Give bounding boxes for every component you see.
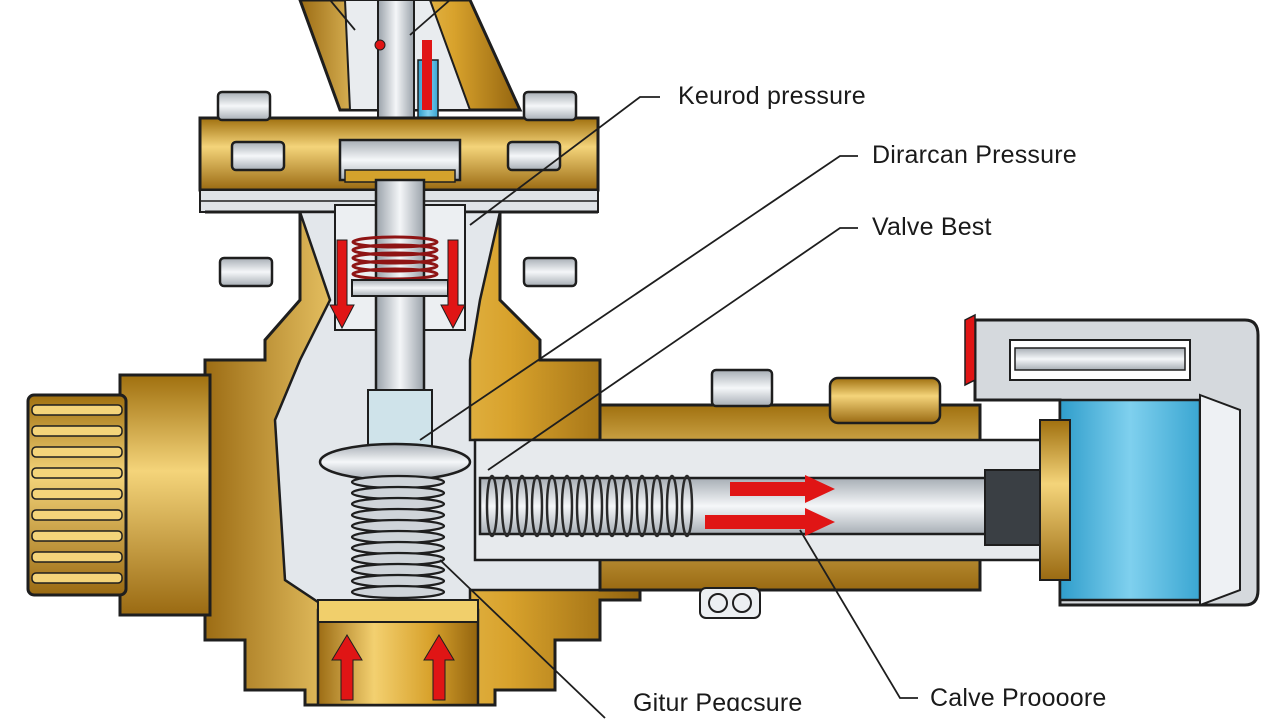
spring-coil <box>605 474 619 538</box>
callout-label: Calve Proooore <box>930 684 1107 712</box>
callout-label: Gitur Peɑcsure <box>633 689 803 717</box>
spring-coil <box>351 259 439 273</box>
actuator-top-nut <box>710 368 774 408</box>
lower-fittings <box>699 587 761 619</box>
spring-coil <box>351 251 439 265</box>
stem-assembly <box>318 138 472 600</box>
blue-diaphragm <box>1058 398 1202 602</box>
spring-coil <box>351 235 439 249</box>
bottom-port-top <box>317 599 479 623</box>
flow-arrow-right <box>730 475 835 503</box>
callout-label: Dirarcan Pressure <box>872 141 1077 169</box>
leader-line <box>329 0 356 31</box>
valve-disc <box>318 442 472 482</box>
leader-lines <box>329 0 918 719</box>
leader-line <box>487 227 858 471</box>
horizontal-spring <box>485 474 694 538</box>
spring-coil <box>680 474 694 538</box>
flow-arrow-right <box>705 508 835 536</box>
leader-line <box>409 0 451 36</box>
spring-coil <box>351 243 439 257</box>
flow-arrow-down <box>440 239 466 330</box>
end-cap <box>964 313 1260 607</box>
inlet-hex <box>118 373 212 617</box>
spring-coil <box>665 474 679 538</box>
spring-coil <box>560 474 574 538</box>
spring-coil <box>515 474 529 538</box>
bolt-head <box>522 256 578 288</box>
leader-line <box>419 155 858 441</box>
thread-ridge <box>31 551 123 563</box>
stem-collar <box>367 389 433 451</box>
callout-label: Valve Best <box>872 213 992 241</box>
flow-arrow-up <box>423 634 455 701</box>
spring-coil <box>620 474 634 538</box>
thread-ridges <box>31 404 123 584</box>
brass-ring <box>1039 419 1071 581</box>
spring-coil <box>530 474 544 538</box>
thread-ridge <box>31 467 123 479</box>
spring-coil <box>590 474 604 538</box>
inlet-connector <box>26 373 212 617</box>
leader-line <box>799 529 918 699</box>
bolt-head <box>506 140 562 172</box>
bolt-head <box>522 90 578 122</box>
lower-spring <box>350 474 446 600</box>
small-ring <box>708 593 728 613</box>
spring-coil <box>545 474 559 538</box>
flow-arrow-up <box>331 634 363 701</box>
actuator <box>473 368 1057 592</box>
spring-coil <box>575 474 589 538</box>
thread-ridge <box>31 425 123 437</box>
red-dot <box>374 39 386 51</box>
bottom-inlet <box>316 599 480 707</box>
thread-ridge <box>31 530 123 542</box>
actuator-collar <box>828 376 942 425</box>
spring-coil <box>500 474 514 538</box>
spring-retainer <box>351 279 449 297</box>
callout-label: Keurod pressure <box>678 82 866 110</box>
thread-ridge <box>31 488 123 500</box>
bolt-head <box>230 140 286 172</box>
small-ring <box>732 593 752 613</box>
thread-ridge <box>31 446 123 458</box>
thread-ridge <box>31 572 123 584</box>
end-cap-face <box>1199 393 1241 607</box>
bolt-head <box>218 256 274 288</box>
leader-line <box>469 96 660 226</box>
bolt-head <box>216 90 272 122</box>
thread-ridge <box>31 404 123 416</box>
piston-head <box>984 469 1046 546</box>
thread-ridge <box>31 509 123 521</box>
spring-coil <box>635 474 649 538</box>
red-clip <box>964 313 976 387</box>
leader-line <box>439 559 606 719</box>
spring-coil <box>650 474 664 538</box>
spring-coil <box>350 584 446 600</box>
red-marker-top <box>422 40 432 110</box>
flow-arrow-down <box>329 239 355 330</box>
spring-coil <box>485 474 499 538</box>
end-cap-bar <box>1014 347 1186 371</box>
